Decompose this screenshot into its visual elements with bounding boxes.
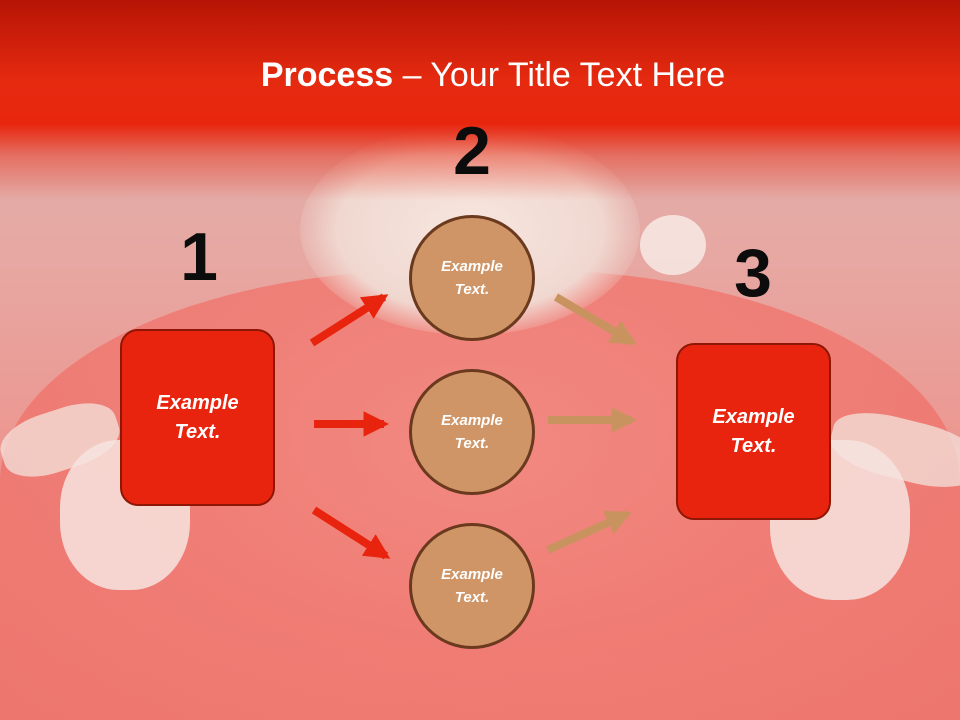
step-3-box: Example Text.: [676, 343, 831, 520]
title-rest: – Your Title Text Here: [393, 56, 726, 94]
step-2-circle-middle: Example Text.: [409, 369, 535, 495]
step-number-1: 1: [180, 219, 218, 295]
step-2-circle-bottom: Example Text.: [409, 523, 535, 649]
step-number-2: 2: [453, 113, 491, 189]
title-band: [0, 0, 960, 200]
title-bold: Process: [260, 56, 394, 94]
step-1-box: Example Text.: [120, 329, 275, 506]
slide-title: Process – Your Title Text Here: [0, 55, 960, 95]
step-number-3: 3: [734, 235, 772, 311]
step-2-circle-top: Example Text.: [409, 215, 535, 341]
hat-pompom: [640, 215, 706, 275]
